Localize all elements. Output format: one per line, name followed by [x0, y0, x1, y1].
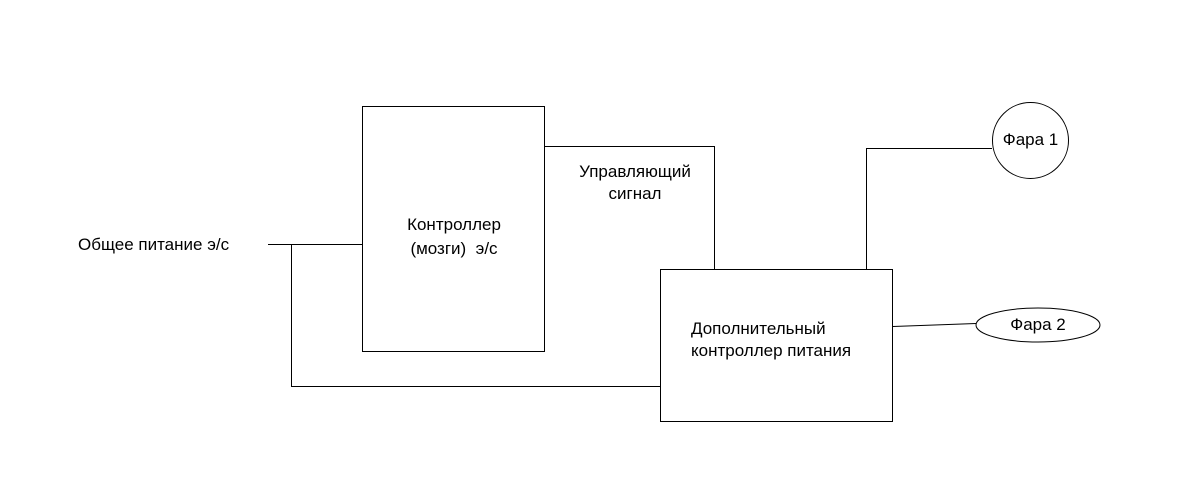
- signal-label-line1: Управляющий: [579, 162, 691, 181]
- extra-controller-label-line1: Дополнительный: [691, 319, 826, 338]
- controller-label-line1: Контроллер: [407, 215, 501, 234]
- headlight2-line: [892, 323, 977, 327]
- controller-label-line2: (мозги) э/с: [410, 239, 498, 258]
- headlight2-ellipse: [975, 307, 1101, 343]
- extra-controller-box: [660, 269, 893, 422]
- signal-label-line2: сигнал: [608, 184, 662, 203]
- extra-controller-label-line2: контроллер питания: [691, 341, 852, 360]
- controller-box: [362, 106, 545, 352]
- headlight1-circle: [992, 102, 1069, 179]
- headlight1-line: [866, 148, 992, 269]
- power-label: Общее питание э/с: [78, 235, 230, 254]
- headlight1-label: Фара 1: [1002, 130, 1059, 149]
- signal-line: [545, 146, 715, 269]
- power-branch-line: [291, 244, 660, 387]
- headlight2-label: Фара 2: [1010, 315, 1066, 334]
